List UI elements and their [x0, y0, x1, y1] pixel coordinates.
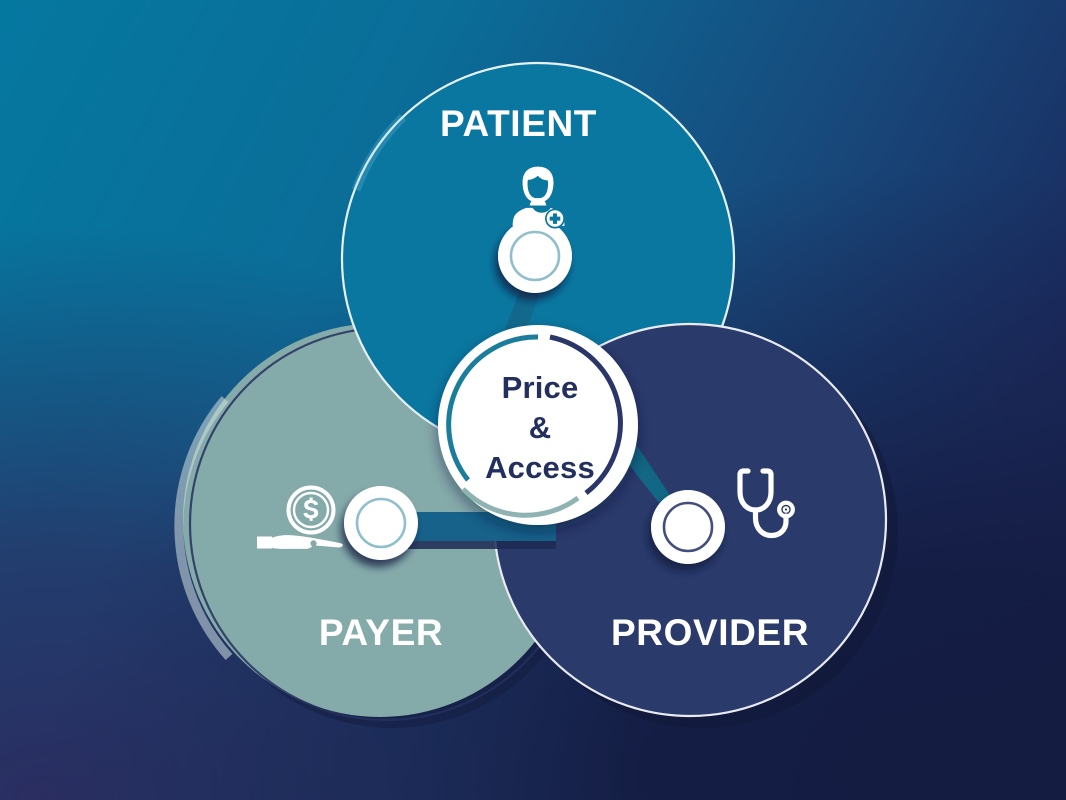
- connector-node-patient[interactable]: [498, 219, 572, 293]
- hand-holding-dollar-icon: [257, 485, 343, 549]
- center-label: Price & Access: [455, 368, 625, 488]
- center-label-line3: Access: [485, 450, 595, 485]
- stethoscope-icon: [737, 468, 795, 539]
- center-price-access-node[interactable]: [438, 325, 638, 525]
- segment-label-patient: PATIENT: [440, 103, 597, 144]
- segment-label-payer: PAYER: [318, 612, 444, 653]
- center-label-line1: Price: [501, 370, 579, 405]
- center-label-line2: &: [528, 410, 552, 445]
- connector-node-provider[interactable]: [651, 490, 725, 564]
- segment-label-provider: PROVIDER: [610, 612, 810, 653]
- nurse-icon: [512, 166, 565, 229]
- connector-node-payer[interactable]: [344, 486, 418, 560]
